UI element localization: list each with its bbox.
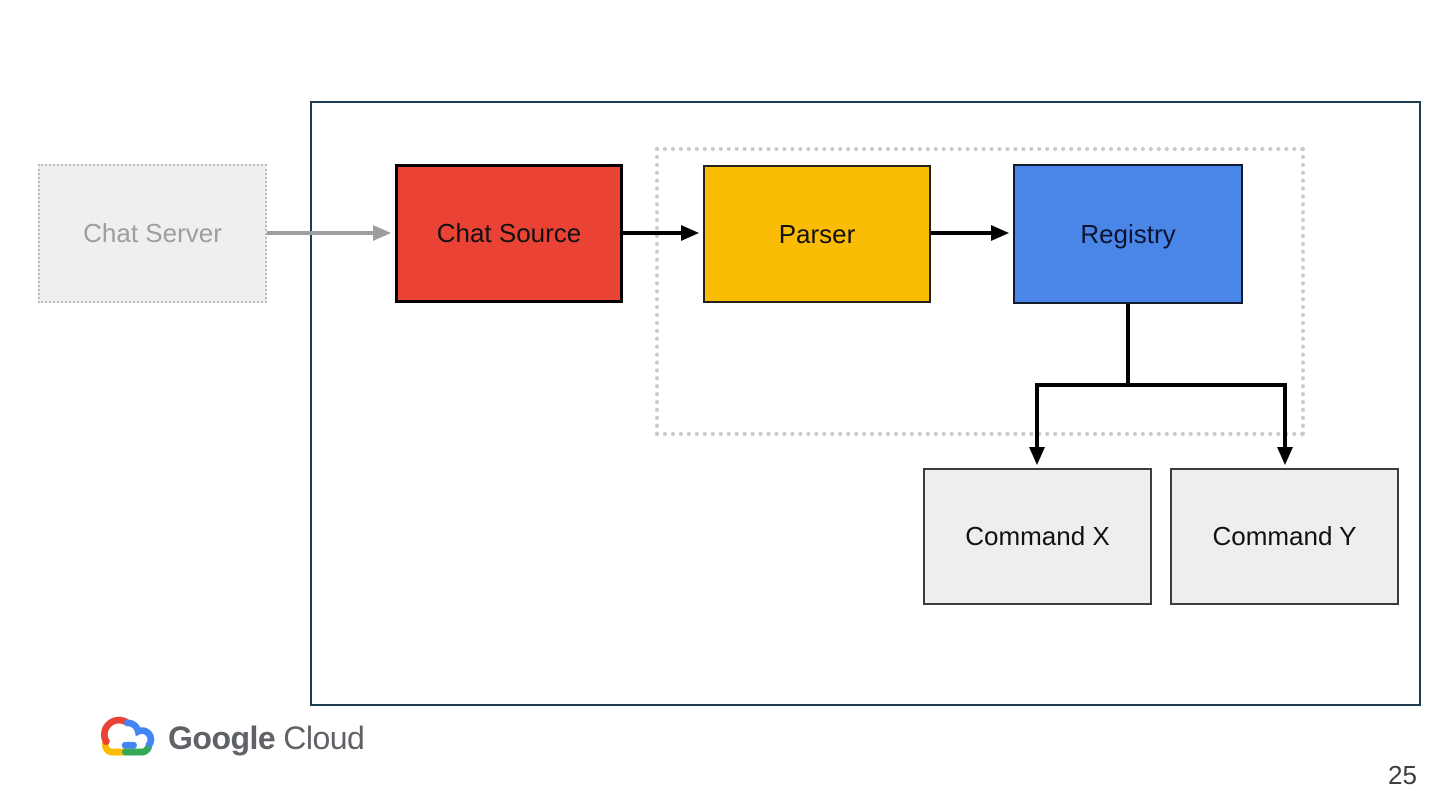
node-command-x: Command X	[923, 468, 1152, 605]
node-chat-source-label: Chat Source	[436, 218, 582, 248]
slide-page-number: 25	[1388, 760, 1417, 790]
node-registry: Registry	[1013, 164, 1243, 304]
node-command-y-label: Command Y	[1212, 521, 1357, 551]
node-chat-server-label: Chat Server	[83, 218, 222, 248]
node-registry-label: Registry	[1080, 218, 1176, 249]
logo-segment-red	[101, 716, 131, 745]
node-parser-label: Parser	[778, 218, 856, 249]
diagram-boundary-frame	[310, 101, 1421, 706]
logo-segment-green	[122, 745, 151, 755]
google-cloud-icon	[101, 716, 155, 755]
node-command-x-label: Command X	[965, 521, 1110, 551]
node-command-y: Command Y	[1170, 468, 1399, 605]
parser-registry-group-outline	[655, 147, 1305, 436]
wordmark-google: Google	[168, 720, 276, 756]
wordmark-cloud: Cloud	[283, 720, 365, 756]
logo-bar-blue	[121, 741, 137, 749]
node-chat-source: Chat Source	[395, 164, 623, 303]
node-chat-server: Chat Server	[38, 164, 267, 303]
node-parser: Parser	[703, 165, 931, 303]
